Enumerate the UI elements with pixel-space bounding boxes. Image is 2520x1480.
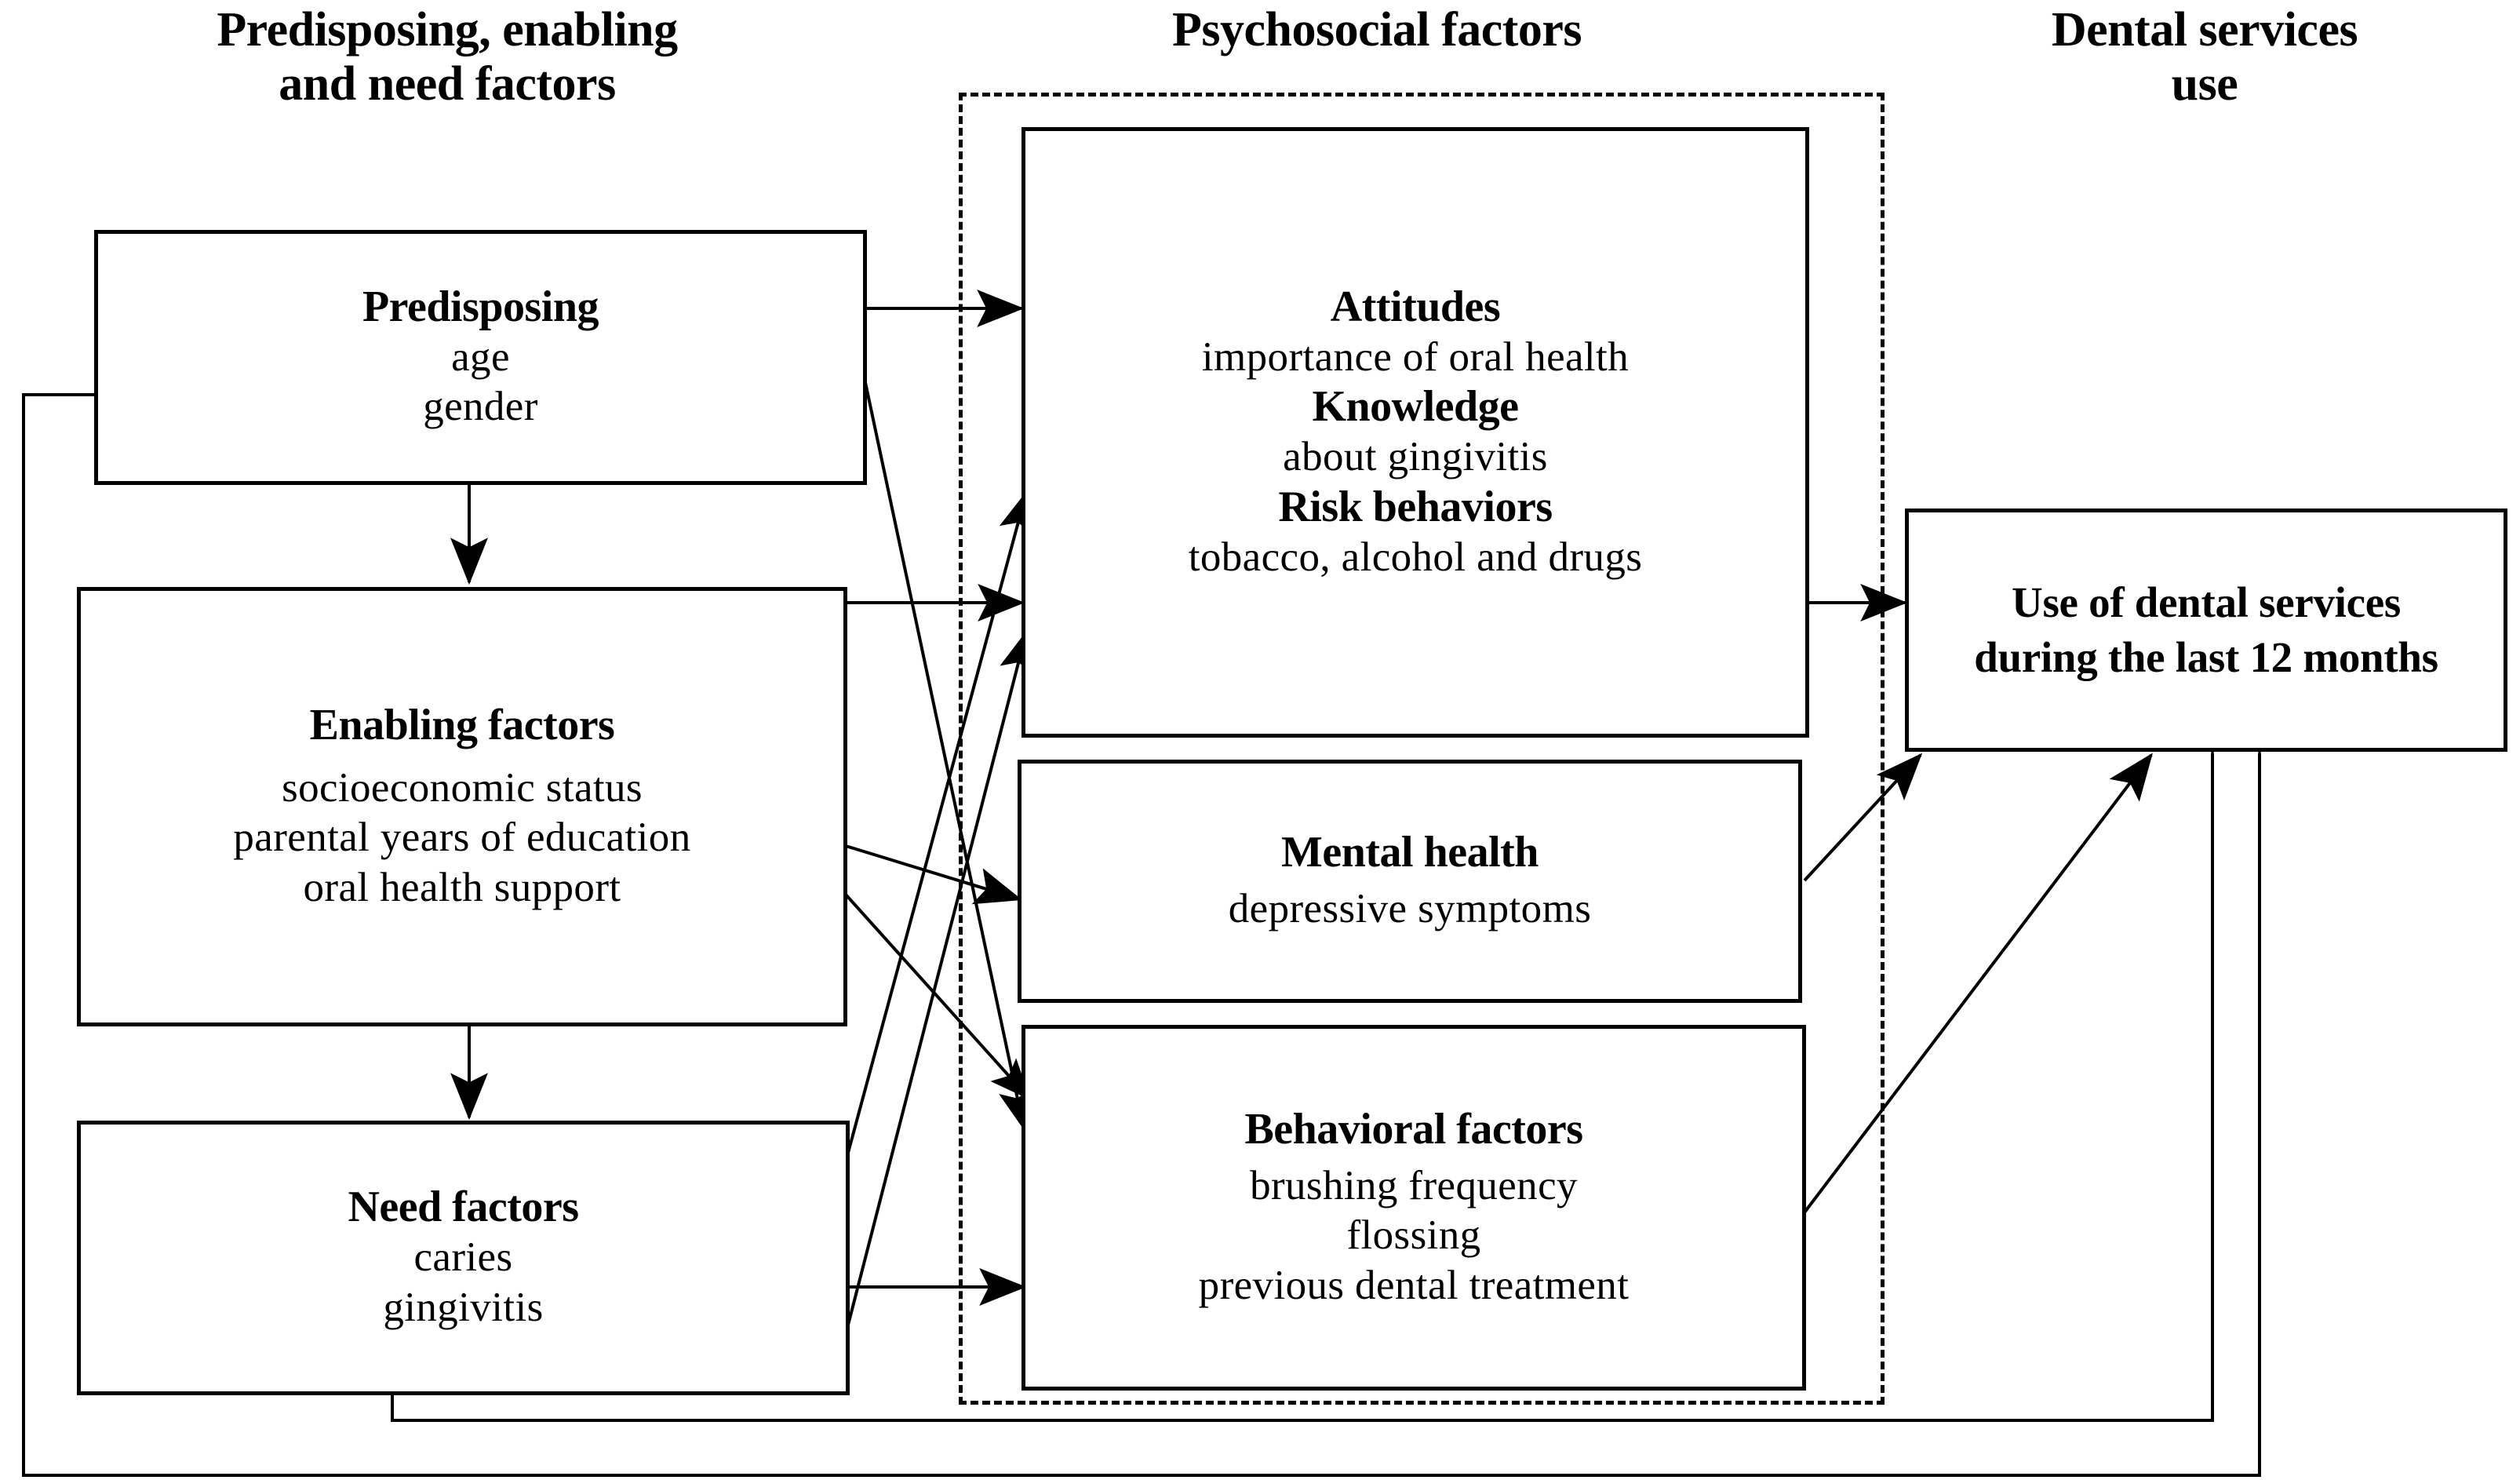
node-enabling-factors[interactable]: Enabling factors socioeconomic status pa… — [77, 587, 847, 1026]
node-attitudes-knowledge-risk[interactable]: Attitudes importance of oral health Know… — [1021, 127, 1809, 738]
node-attitudes-line: importance of oral health — [1201, 334, 1630, 380]
connector-need-to-attitudes-lower — [844, 630, 1033, 1335]
connector-predisposing-to-behavioral — [860, 363, 1033, 1131]
node-need-factors-line-1: caries — [413, 1234, 513, 1281]
node-mental-health-line-1: depressive symptoms — [1228, 886, 1592, 932]
node-mental-health-heading: Mental health — [1281, 828, 1539, 877]
connector-need-to-attitudes-upper — [844, 490, 1033, 1162]
node-attitudes-heading: Attitudes — [1330, 282, 1501, 331]
connector-feedback-outcome-to-need — [391, 709, 2231, 1422]
node-predisposing-line-2: gender — [423, 384, 538, 430]
node-behavioral-factors-line-2: flossing — [1346, 1212, 1481, 1259]
column-title-psychosocial: Psychosocial factors — [1171, 3, 1582, 57]
connector-feedback-outcome-to-predisposing — [22, 393, 2278, 1477]
node-need-factors-heading: Need factors — [348, 1183, 579, 1232]
connector-enabling-to-behavioral — [844, 893, 1031, 1100]
connector-mental-health-to-outcome — [1803, 753, 1923, 882]
column-title-dental-services-use: Dental services use — [2051, 3, 2358, 111]
node-enabling-factors-line-1: socioeconomic status — [282, 764, 643, 811]
node-use-of-dental-services-heading: Use of dental services during the last 1… — [1974, 578, 2438, 681]
psychosocial-group-container — [959, 93, 1885, 1405]
node-enabling-factors-line-2: parental years of education — [233, 815, 691, 861]
node-knowledge-heading: Knowledge — [1312, 382, 1519, 432]
node-predisposing[interactable]: Predisposing age gender — [94, 230, 867, 485]
node-behavioral-factors-line-1: brushing frequency — [1250, 1162, 1578, 1208]
node-mental-health[interactable]: Mental health depressive symptoms — [1018, 760, 1802, 1003]
connector-behavioral-to-outcome — [1803, 753, 2153, 1214]
connector-enabling-to-mental-health — [845, 844, 1023, 905]
node-use-of-dental-services[interactable]: Use of dental services during the last 1… — [1905, 509, 2507, 752]
node-enabling-factors-line-3: oral health support — [303, 864, 621, 910]
node-knowledge-line: about gingivitis — [1283, 434, 1548, 480]
column-title-predisposing-enabling-need: Predisposing, enabling and need factors — [217, 3, 678, 111]
node-predisposing-line-1: age — [451, 334, 510, 380]
node-behavioral-factors-heading: Behavioral factors — [1244, 1104, 1583, 1154]
node-enabling-factors-heading: Enabling factors — [309, 700, 615, 749]
node-behavioral-factors-line-3: previous dental treatment — [1198, 1262, 1630, 1308]
node-need-factors[interactable]: Need factors caries gingivitis — [77, 1121, 850, 1395]
node-predisposing-heading: Predisposing — [362, 282, 599, 331]
node-risk-behaviors-line: tobacco, alcohol and drugs — [1188, 534, 1643, 580]
node-risk-behaviors-heading: Risk behaviors — [1278, 482, 1553, 531]
node-behavioral-factors[interactable]: Behavioral factors brushing frequency fl… — [1021, 1025, 1806, 1391]
node-need-factors-line-2: gingivitis — [383, 1284, 544, 1330]
